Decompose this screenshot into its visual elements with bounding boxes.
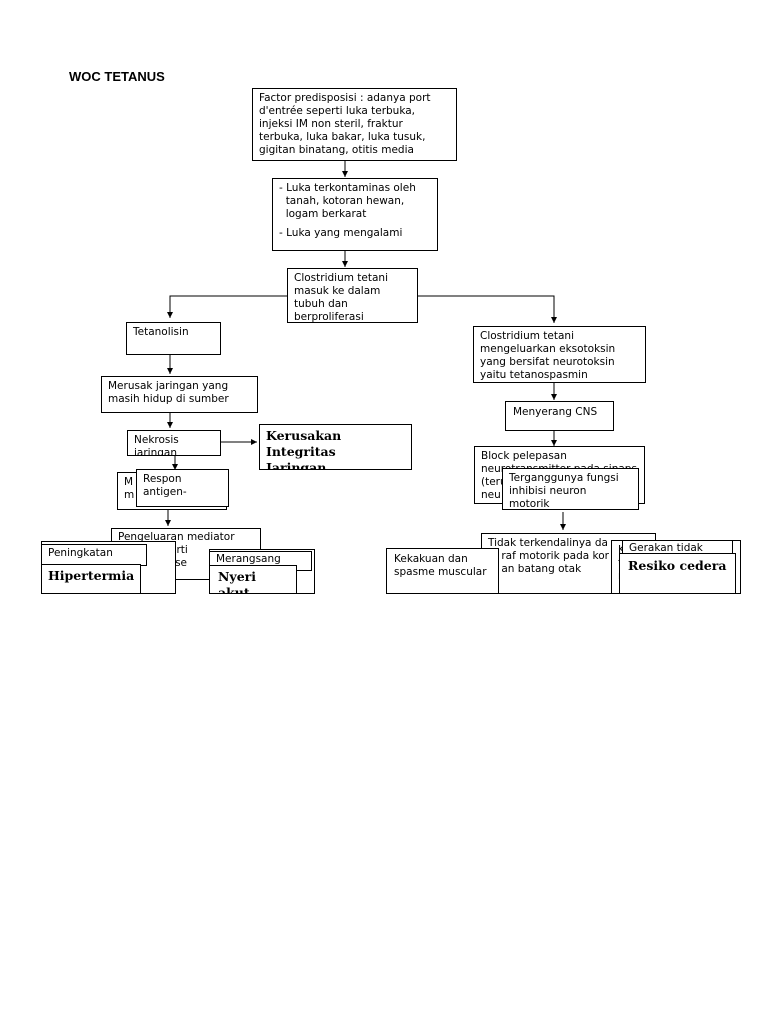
node-hipertermia: Hipertermia xyxy=(41,564,141,594)
node-eksotoksin: Clostridium tetani mengeluarkan eksotoks… xyxy=(473,326,646,383)
node-tetanolisin: Tetanolisin xyxy=(126,322,221,355)
node-nekrosis: Nekrosis jaringan xyxy=(127,430,221,456)
node-predisposisi: Factor predisposisi : adanya port d'entr… xyxy=(252,88,457,161)
node-nyeri-akut: Nyeri akut xyxy=(209,565,297,594)
page-title: WOC TETANUS xyxy=(69,69,165,84)
node-respon-antigen: Respon antigen- xyxy=(136,469,229,507)
node-luka: - Luka terkontaminas oleh tanah, kotoran… xyxy=(272,178,438,251)
node-resiko-cedera: Resiko cedera xyxy=(619,553,736,594)
node-kerusakan-integritas: Kerusakan Integritas Jaringan xyxy=(259,424,412,470)
node-tidak-terkendalinya: Tidak terkendalinya da raf motorik pada … xyxy=(481,533,656,594)
node-menyerang-cns: Menyerang CNS xyxy=(505,401,614,431)
branch-left xyxy=(167,295,290,318)
node-terganggunya-fungsi: Terganggunya fungsi inhibisi neuron moto… xyxy=(502,468,639,510)
node-kekakuan-spasme: Kekakuan dan spasme muscular xyxy=(386,548,499,594)
node-peningkatan: Peningkatan xyxy=(41,544,147,566)
node-clostridium-masuk: Clostridium tetani masuk ke dalam tubuh … xyxy=(287,268,418,323)
branch-right xyxy=(417,295,557,323)
node-merusak-jaringan: Merusak jaringan yang masih hidup di sum… xyxy=(101,376,258,413)
